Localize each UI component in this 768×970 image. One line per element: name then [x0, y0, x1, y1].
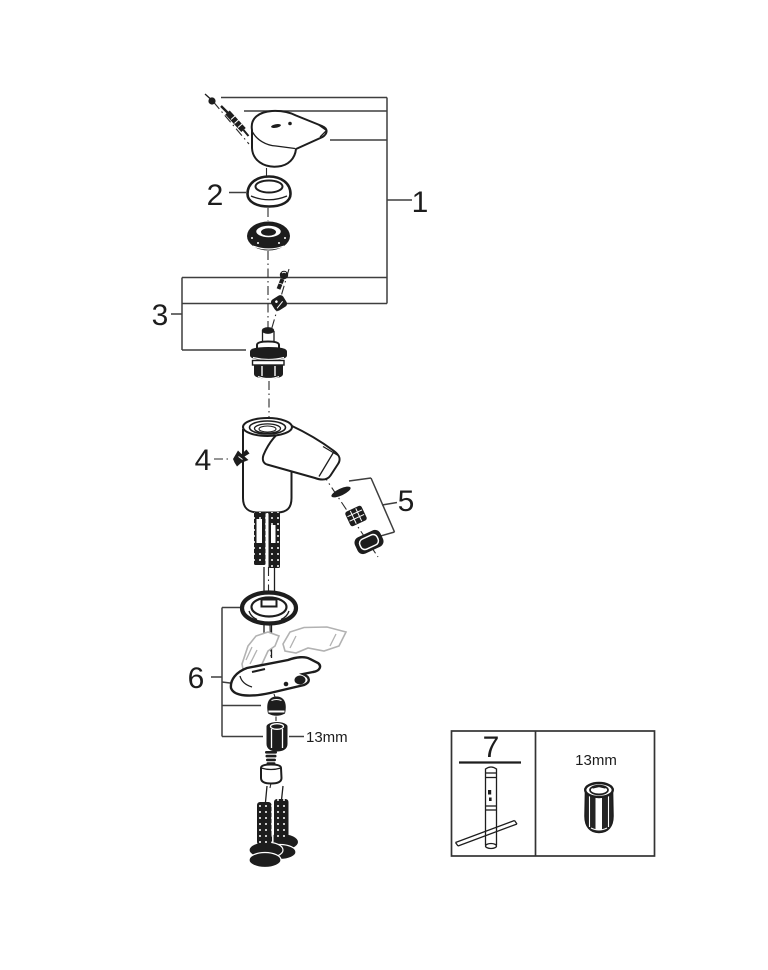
part-dome-cap: [246, 175, 292, 208]
part-handle-screw: [220, 105, 250, 137]
part-hex-nut-13mm: [266, 722, 288, 752]
part-base-ring: [239, 590, 299, 626]
callout-3-label: 3: [152, 299, 169, 332]
callout-3-bracket: [171, 277, 246, 351]
part-supply-hoses: [248, 785, 298, 869]
part-retaining-clip: [233, 449, 250, 467]
callout-6-label: 6: [188, 662, 205, 695]
part-aerator-seal: [331, 486, 351, 498]
part-cartridge: [250, 327, 287, 380]
callout-6-bracket: [211, 606, 263, 738]
part-faucet-body: [242, 417, 341, 514]
sink-deck-ghost: [241, 626, 348, 670]
nut-size-label: 13mm: [306, 729, 348, 746]
part-aerator-insert: [345, 505, 367, 527]
part-knurled-ring: [247, 221, 290, 251]
part-faucet-shanks: [254, 512, 280, 568]
callout-1-label: 1: [412, 186, 429, 219]
part-cartridge-adapter: [270, 295, 288, 311]
callout-2-label: 2: [207, 179, 224, 212]
part-threaded-stud: [260, 751, 283, 785]
part-dome-nut: [267, 696, 286, 716]
callout-4-label: 4: [195, 444, 212, 477]
callout-7-label: 7: [483, 731, 500, 764]
part-lever-handle: [250, 109, 328, 168]
part-aerator-housing: [354, 529, 384, 555]
tool-socket-wrench: [454, 766, 518, 850]
part-mounting-bracket: [229, 656, 322, 697]
part-screw-plug: [204, 93, 216, 105]
tool-hex-socket: [584, 781, 615, 834]
callout-5-label: 5: [398, 485, 415, 518]
tool-socket-size-label: 13mm: [575, 752, 617, 769]
part-cartridge-screw: [276, 270, 289, 290]
